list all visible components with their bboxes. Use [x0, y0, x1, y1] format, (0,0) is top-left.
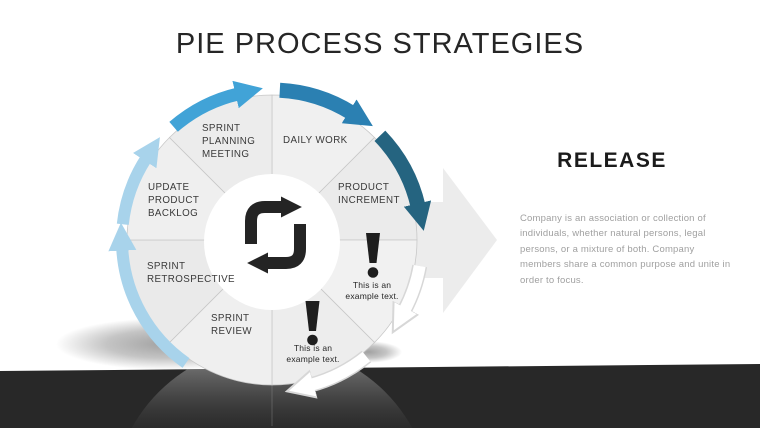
release-heading: RELEASE — [557, 149, 667, 172]
slide-title: PIE PROCESS STRATEGIES — [175, 28, 585, 60]
cycle-arrow-medium-blue — [169, 80, 263, 132]
segment-label-product-increment: PRODUCT INCREMENT — [338, 182, 400, 206]
center-circle — [204, 174, 340, 310]
segment-label-sprint-review: SPRINT REVIEW — [211, 313, 253, 337]
example-note-bottom: This is an example text. — [286, 343, 340, 364]
cycle-arrow-white-right — [391, 264, 428, 335]
release-description: Company is an association or collection … — [520, 213, 731, 286]
exclamation-icon-bottom — [305, 301, 320, 346]
exclamation-icon-right — [366, 233, 380, 278]
segment-label-sprint-planning: SPRINT PLANNING MEETING — [202, 123, 256, 160]
cycle-arrow-dark-blue — [279, 82, 373, 127]
segment-label-update-product-backlog: UPDATE PRODUCT BACKLOG — [148, 182, 200, 219]
repeat-cycle-icon — [245, 196, 306, 274]
segment-label-sprint-retrospective: SPRINT RETROSPECTIVE — [147, 261, 235, 285]
example-note-right: This is an example text. — [345, 280, 399, 301]
segment-label-daily-work: DAILY WORK — [283, 135, 348, 146]
cycle-arrow-light-blue-lower — [108, 222, 190, 368]
cycle-arrow-teal — [374, 130, 432, 231]
cycle-arrow-light-blue-upper — [116, 137, 160, 226]
cycle-arrow-white-bottom — [284, 350, 372, 399]
